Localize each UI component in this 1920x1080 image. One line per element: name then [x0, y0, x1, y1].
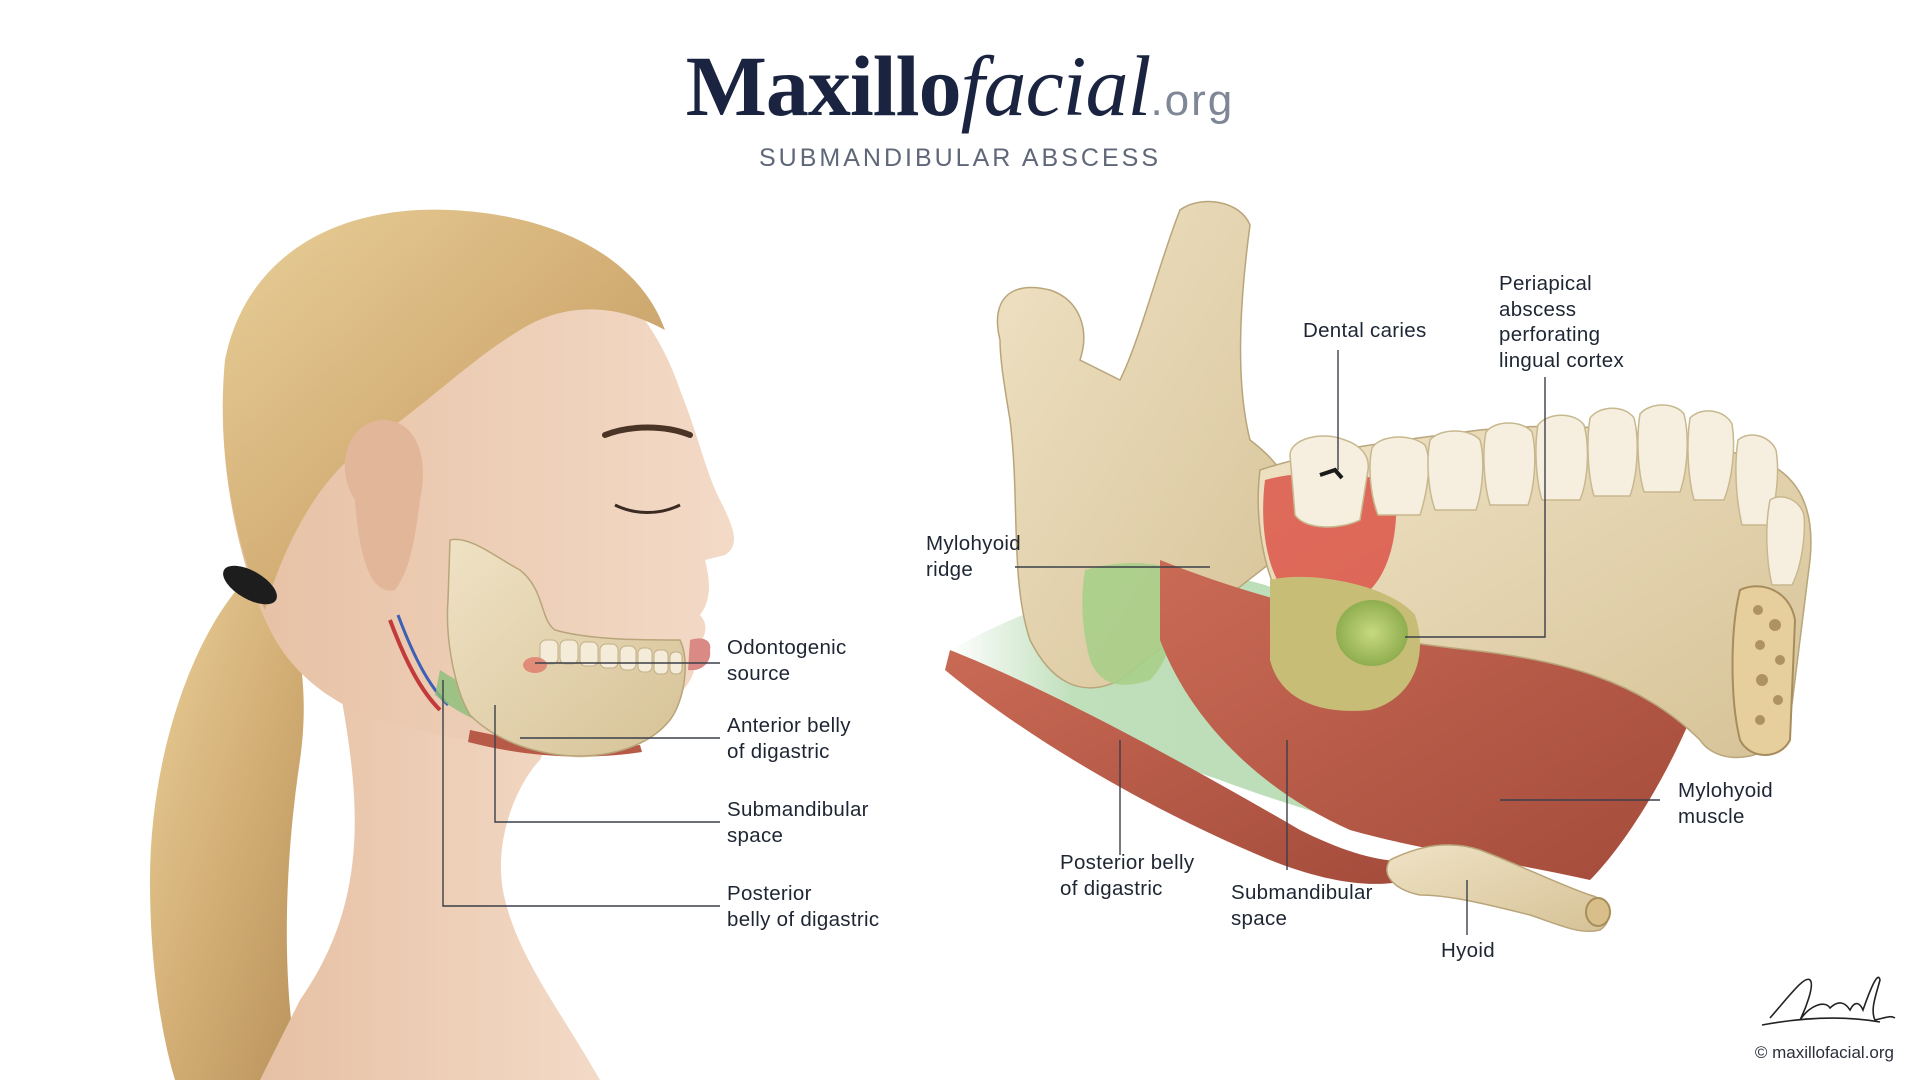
label-submandibular-space-right: Submandibular space	[1231, 880, 1373, 931]
leader-periapical-abscess	[1405, 377, 1546, 638]
hair	[222, 209, 665, 610]
label-line: perforating	[1499, 323, 1601, 346]
brand-logo: Maxillofacial.org	[0, 36, 1920, 136]
label-mylohyoid-ridge: Mylohyoid ridge	[926, 531, 1021, 582]
label-line: muscle	[1678, 804, 1745, 828]
caries-mark	[1319, 467, 1344, 480]
brand-main: Maxillo	[685, 38, 962, 134]
cancellous-bone-section	[1731, 585, 1797, 756]
label-line: Mylohyoid	[1678, 779, 1773, 802]
mandible-section-figure	[945, 200, 1812, 933]
brand-tld: .org	[1150, 76, 1235, 125]
brand-italic: facial	[960, 38, 1152, 134]
odontogenic-source-marker	[523, 657, 547, 673]
label-line: belly of digastric	[727, 907, 880, 931]
label-line: Posterior	[727, 882, 812, 905]
label-dental-caries: Dental caries	[1303, 318, 1427, 344]
leader-submandibular-space-left	[494, 705, 720, 823]
label-hyoid: Hyoid	[1441, 938, 1495, 964]
label-line: of digastric	[727, 739, 830, 763]
teeth-row-left	[539, 639, 683, 675]
copyright-notice: © maxillofacial.org	[1754, 1043, 1894, 1062]
label-odontogenic-source: Odontogenic source	[727, 635, 847, 686]
label-line: ridge	[926, 557, 974, 581]
diagram-title: SUBMANDIBULAR ABSCESS	[759, 144, 1161, 172]
periapical-abscess-core	[1336, 600, 1408, 666]
label-line: of digastric	[1060, 876, 1163, 900]
hair-tie	[223, 565, 277, 605]
label-line: Submandibular	[727, 798, 869, 821]
label-line: lingual cortex	[1499, 348, 1624, 372]
label-line: Odontogenic	[727, 636, 847, 659]
mylohyoid-ridge-area	[1082, 563, 1185, 685]
leader-posterior-belly-left	[442, 680, 720, 907]
closed-eye	[614, 503, 681, 514]
label-line: Anterior belly	[727, 714, 851, 737]
label-line: Periapical	[1499, 272, 1593, 295]
neck-vessels	[388, 619, 442, 712]
head-profile-figure	[150, 209, 735, 1080]
neck	[260, 690, 600, 1080]
label-line: Submandibular	[1231, 881, 1373, 904]
label-line: Mylohyoid	[926, 532, 1021, 555]
leader-lines	[442, 350, 1660, 935]
artist-signature	[1761, 976, 1896, 1026]
label-submandibular-space-left: Submandibular space	[727, 797, 869, 848]
label-anterior-belly-of-digastric: Anterior belly of digastric	[727, 713, 851, 764]
label-periapical-abscess: Periapical abscess perforating lingual c…	[1499, 271, 1624, 373]
label-posterior-belly-of-digastric-left: Posterior belly of digastric	[727, 881, 879, 932]
mandibular-ramus	[996, 200, 1301, 689]
label-line: Hyoid	[1441, 939, 1495, 962]
label-line: space	[727, 823, 784, 847]
label-mylohyoid-muscle: Mylohyoid muscle	[1678, 778, 1773, 829]
posterior-belly-digastric	[945, 650, 1420, 884]
label-line: space	[1231, 906, 1288, 930]
label-line: Posterior belly	[1060, 851, 1195, 874]
trabecular-pores	[1753, 605, 1785, 725]
teeth-row-right	[1289, 404, 1806, 586]
label-posterior-belly-of-digastric-right: Posterior belly of digastric	[1060, 850, 1194, 901]
hyoid-bone	[1386, 844, 1610, 933]
label-line: abscess	[1499, 297, 1577, 321]
label-line: source	[727, 661, 791, 685]
eyebrow	[602, 424, 693, 438]
ear	[344, 419, 424, 591]
ponytail	[150, 580, 304, 1080]
label-line: Dental caries	[1303, 319, 1427, 342]
lips	[688, 638, 711, 671]
